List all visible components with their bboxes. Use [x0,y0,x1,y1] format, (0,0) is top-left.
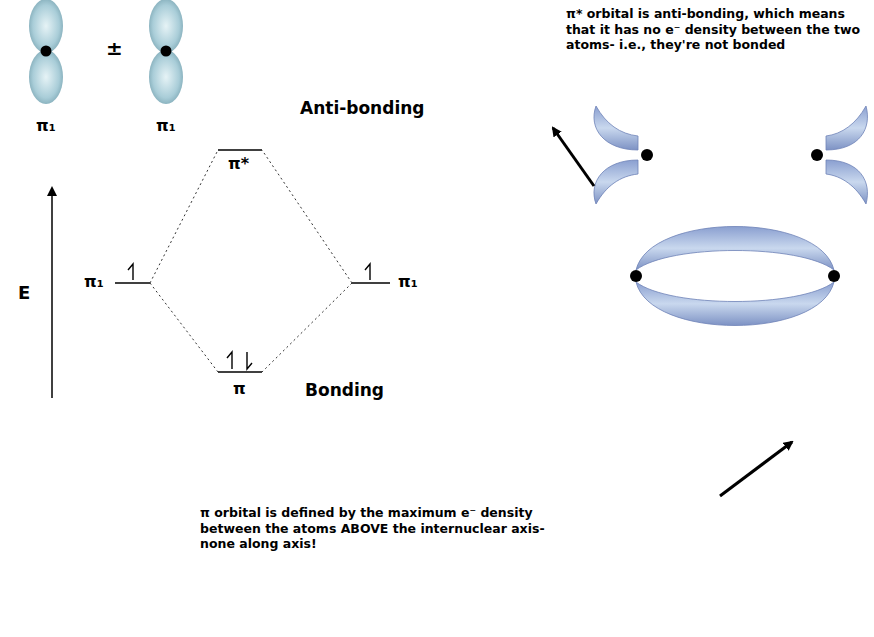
p-orbital [149,0,183,104]
region-label: Anti-bonding [300,98,425,119]
leader-arrow [553,128,594,186]
nucleus [641,149,653,161]
p-orbital [29,0,63,104]
plus-minus: ± [106,36,123,61]
orbital-label: π₁ [36,116,56,136]
orbital-label: π* [228,154,249,174]
region-label: Bonding [305,380,384,401]
nucleus [811,149,823,161]
correlation-lines [150,150,352,372]
axis-label: E [18,282,30,305]
callout-note: π* orbital is anti-bonding, which means … [566,6,868,53]
orbital-label: π₁ [156,116,176,136]
electron-arrows [128,264,370,369]
energy-axis [51,188,53,398]
bonding-orbital [636,227,834,326]
antibonding-orbital [594,106,868,204]
leader-arrow [720,442,792,496]
nucleus [828,270,840,282]
nucleus [630,270,642,282]
orbital-label: π₁ [84,272,104,292]
orbital-label: π [233,379,246,399]
orbital-label: π₁ [398,272,418,292]
energy-levels [115,150,390,372]
callout-note: π orbital is defined by the maximum e⁻ d… [200,505,572,552]
